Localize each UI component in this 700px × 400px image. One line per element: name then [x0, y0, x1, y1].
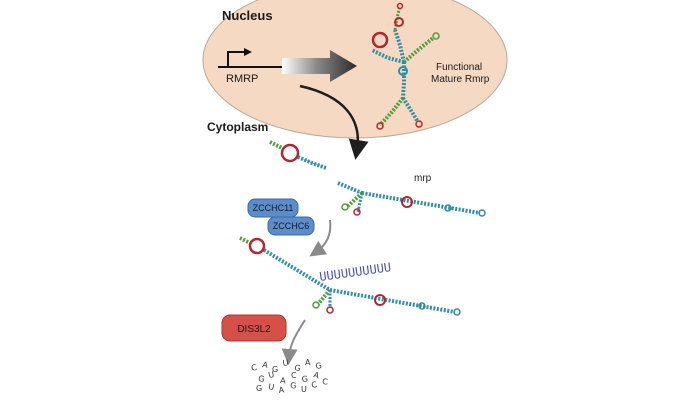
rmrp-gene: RMRP — [218, 48, 284, 85]
nucleotide-letter: C — [250, 363, 258, 373]
mature-rmrp-structure — [371, 2, 440, 130]
dis3l2-label: DIS3L2 — [237, 324, 271, 335]
mrp-rna-structure — [337, 181, 486, 217]
nucleotide-letter: G — [294, 363, 302, 373]
nucleotide-letter: A — [280, 376, 287, 385]
nucleotide-letter: C — [322, 377, 329, 387]
nucleotide-letter: U — [282, 358, 289, 368]
nucleus-label: Nucleus — [222, 8, 273, 23]
rmrp-gene-label: RMRP — [226, 73, 258, 85]
nucleotide-letter: G — [301, 374, 308, 384]
nucleotide-letter: G — [258, 374, 265, 384]
zcchc6-enzyme: ZCCHC6 — [267, 216, 315, 236]
nucleotide-letter: G — [290, 381, 297, 390]
promoter-arrowhead-icon — [244, 48, 252, 56]
mature-rmrp-label: Mature Rmrp — [431, 74, 490, 85]
nucleotide-letter: A — [278, 385, 285, 395]
nucleotide-letter: G — [256, 384, 262, 393]
nucleotide-letter: G — [272, 365, 278, 374]
uridylated-rna-structure — [239, 236, 461, 316]
nucleotide-letter: U — [268, 370, 276, 380]
zcchc6-label: ZCCHC6 — [273, 221, 310, 231]
nucleotide-letter: A — [305, 358, 311, 367]
nucleus-compartment — [202, 0, 508, 139]
cytoplasm-label: Cytoplasm — [207, 120, 268, 134]
export-arrow — [299, 84, 369, 160]
uridylation-arrow — [309, 219, 332, 257]
promoter-arrow-icon — [227, 51, 246, 67]
nucleotide-letter: A — [312, 370, 320, 380]
nucleotide-letter: C — [291, 371, 297, 380]
zcchc11-enzyme: ZCCHC11 — [247, 198, 299, 218]
nucleotide-letter: U — [301, 385, 307, 394]
exported-rmrp-fragment — [269, 140, 327, 170]
dis3l2-enzyme: DIS3L2 — [221, 314, 287, 342]
transcription-arrow — [282, 50, 357, 82]
functional-label: Functional — [436, 62, 482, 73]
degradation-arrow — [281, 319, 306, 365]
nucleotide-letter: C — [311, 380, 319, 390]
oligo-u-tail: UUUUUUUUUU — [318, 260, 391, 284]
nucleotide-letter: A — [262, 360, 269, 370]
zcchc11-label: ZCCHC11 — [253, 203, 294, 213]
nucleotide-letter: G — [315, 361, 323, 371]
mrp-label: mrp — [414, 173, 432, 184]
nucleotide-letter: U — [268, 382, 275, 392]
